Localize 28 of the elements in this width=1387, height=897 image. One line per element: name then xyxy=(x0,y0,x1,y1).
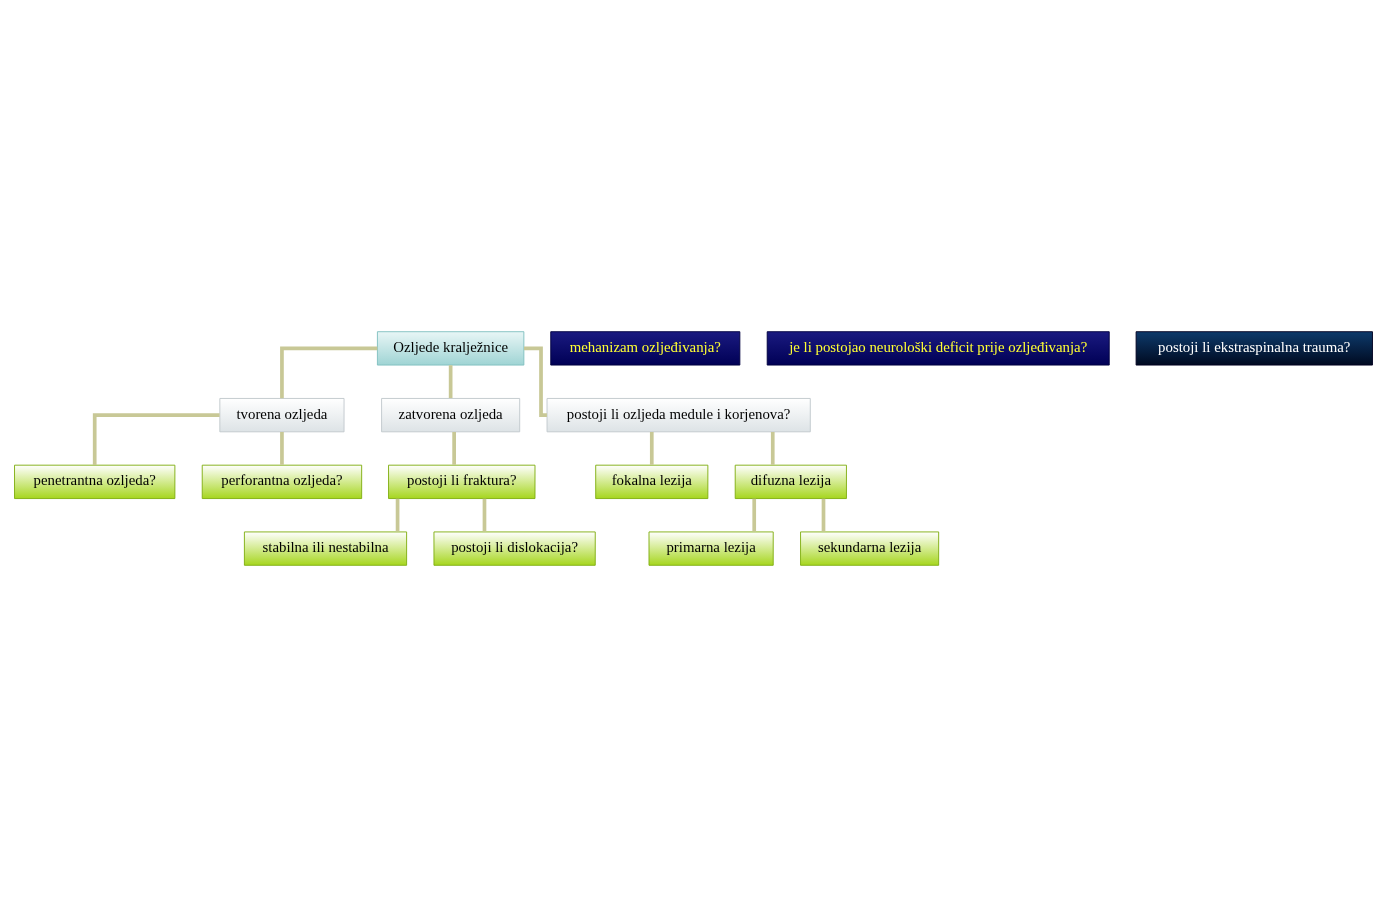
node-box: Ozljede kralježnice xyxy=(376,331,525,366)
node-box: postoji li fraktura? xyxy=(388,464,536,499)
node-box: zatvorena ozljeda xyxy=(381,398,521,433)
connector xyxy=(395,498,400,532)
node-box: postoji li dislokacija? xyxy=(433,531,596,566)
connector xyxy=(752,498,757,532)
connector xyxy=(770,431,775,465)
node-box: fokalna lezija xyxy=(595,464,709,499)
node-box: je li postojao neurološki deficit prije ozljeđivanja? xyxy=(766,331,1110,366)
connector xyxy=(92,413,220,466)
node-box: postoji li ozljeda medule i korjenova? xyxy=(546,398,811,433)
connector xyxy=(821,498,826,532)
node-box: perforantna ozljeda? xyxy=(201,464,363,499)
node-box: difuzna lezija xyxy=(734,464,847,499)
node-box: sekundarna lezija xyxy=(800,531,940,566)
connector xyxy=(524,346,547,417)
node-box: stabilna ili nestabilna xyxy=(243,531,408,566)
node-box: mehanizam ozljeđivanja? xyxy=(550,331,741,366)
node-box: primarna lezija xyxy=(648,531,774,566)
node-box: postoji li ekstraspinalna trauma? xyxy=(1135,331,1373,366)
connector xyxy=(280,346,378,399)
node-box: penetrantna ozljeda? xyxy=(14,464,176,499)
connector xyxy=(649,431,654,465)
connector xyxy=(448,365,453,399)
connector xyxy=(452,431,456,465)
node-box: tvorena ozljeda xyxy=(219,398,345,433)
connector xyxy=(280,431,284,465)
connector xyxy=(482,498,487,532)
